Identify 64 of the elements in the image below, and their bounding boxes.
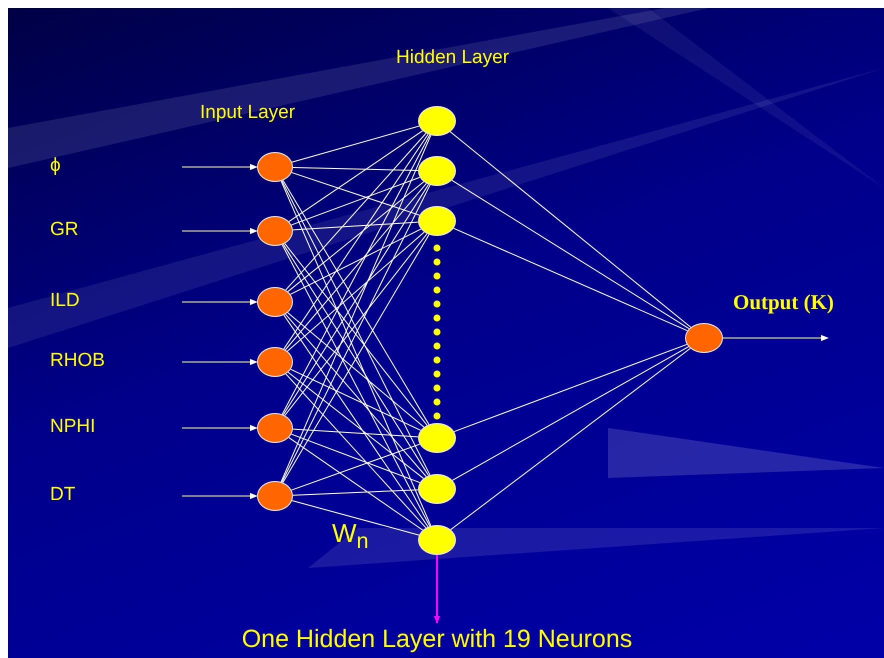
neuron-circle bbox=[418, 525, 456, 555]
arrow bbox=[182, 228, 258, 234]
connection-line bbox=[285, 132, 427, 290]
connection-line bbox=[284, 182, 427, 350]
connection-line bbox=[287, 312, 424, 428]
connection-line bbox=[283, 134, 429, 350]
neuron-circle bbox=[418, 423, 456, 453]
connection-line bbox=[286, 232, 425, 352]
neuron-circle bbox=[257, 413, 293, 443]
arrow bbox=[182, 298, 258, 306]
neuron-circle bbox=[257, 216, 293, 246]
neuron-circle bbox=[257, 347, 293, 377]
connection-line bbox=[454, 344, 688, 432]
connection-line bbox=[288, 437, 424, 531]
connection-line bbox=[450, 348, 691, 530]
neuron-circle bbox=[257, 287, 293, 317]
connection-line bbox=[290, 228, 422, 295]
connection-line bbox=[290, 368, 422, 431]
layer-label: Input Layer bbox=[200, 102, 296, 124]
neuron-circle bbox=[418, 156, 456, 186]
connection-line bbox=[452, 346, 690, 481]
weight-label: W$_{n}$ bbox=[332, 518, 369, 554]
caption-text: One Hidden Layer with 19 Neurons bbox=[240, 624, 634, 655]
arrow bbox=[722, 334, 829, 342]
input-label: NPHI bbox=[50, 416, 96, 438]
connection-line bbox=[292, 126, 420, 163]
connection-line bbox=[287, 181, 424, 292]
input-label: ILD bbox=[50, 290, 80, 312]
input-label: GR bbox=[50, 219, 78, 241]
title: Hidden Layer bbox=[396, 47, 510, 69]
connection-line bbox=[292, 500, 420, 536]
connection-line bbox=[292, 166, 418, 172]
input-label: DT bbox=[50, 484, 76, 506]
connection-line bbox=[282, 134, 430, 415]
neuron-circle bbox=[418, 474, 456, 504]
connection-line bbox=[292, 222, 419, 230]
neuron-circle bbox=[685, 323, 723, 353]
arrow bbox=[182, 424, 258, 432]
neuron-circle bbox=[418, 206, 456, 236]
arrow bbox=[182, 164, 258, 170]
connection-line bbox=[285, 314, 427, 478]
connection-line bbox=[292, 489, 419, 496]
connection-line bbox=[290, 434, 420, 484]
edge-label: Output (K) bbox=[733, 290, 834, 315]
connection-line bbox=[291, 172, 420, 216]
connection-line bbox=[450, 131, 692, 328]
connection-line bbox=[453, 228, 688, 332]
neuron-circle bbox=[257, 152, 293, 182]
neuron-circle bbox=[418, 106, 456, 136]
input-label: ϕ bbox=[50, 155, 61, 177]
input-label: RHOB bbox=[50, 350, 105, 372]
arrow bbox=[182, 492, 258, 500]
neuron-circle bbox=[257, 481, 293, 511]
connection-line bbox=[285, 373, 426, 528]
connection-line bbox=[451, 180, 690, 330]
arrow bbox=[434, 555, 440, 624]
connection-line bbox=[288, 130, 424, 222]
arrow bbox=[182, 358, 258, 366]
connection-line bbox=[282, 244, 430, 527]
connection-line bbox=[283, 314, 428, 528]
connection-line bbox=[288, 372, 424, 479]
connection-line bbox=[290, 176, 420, 226]
connection-line bbox=[291, 444, 420, 491]
connection-line bbox=[292, 428, 419, 438]
